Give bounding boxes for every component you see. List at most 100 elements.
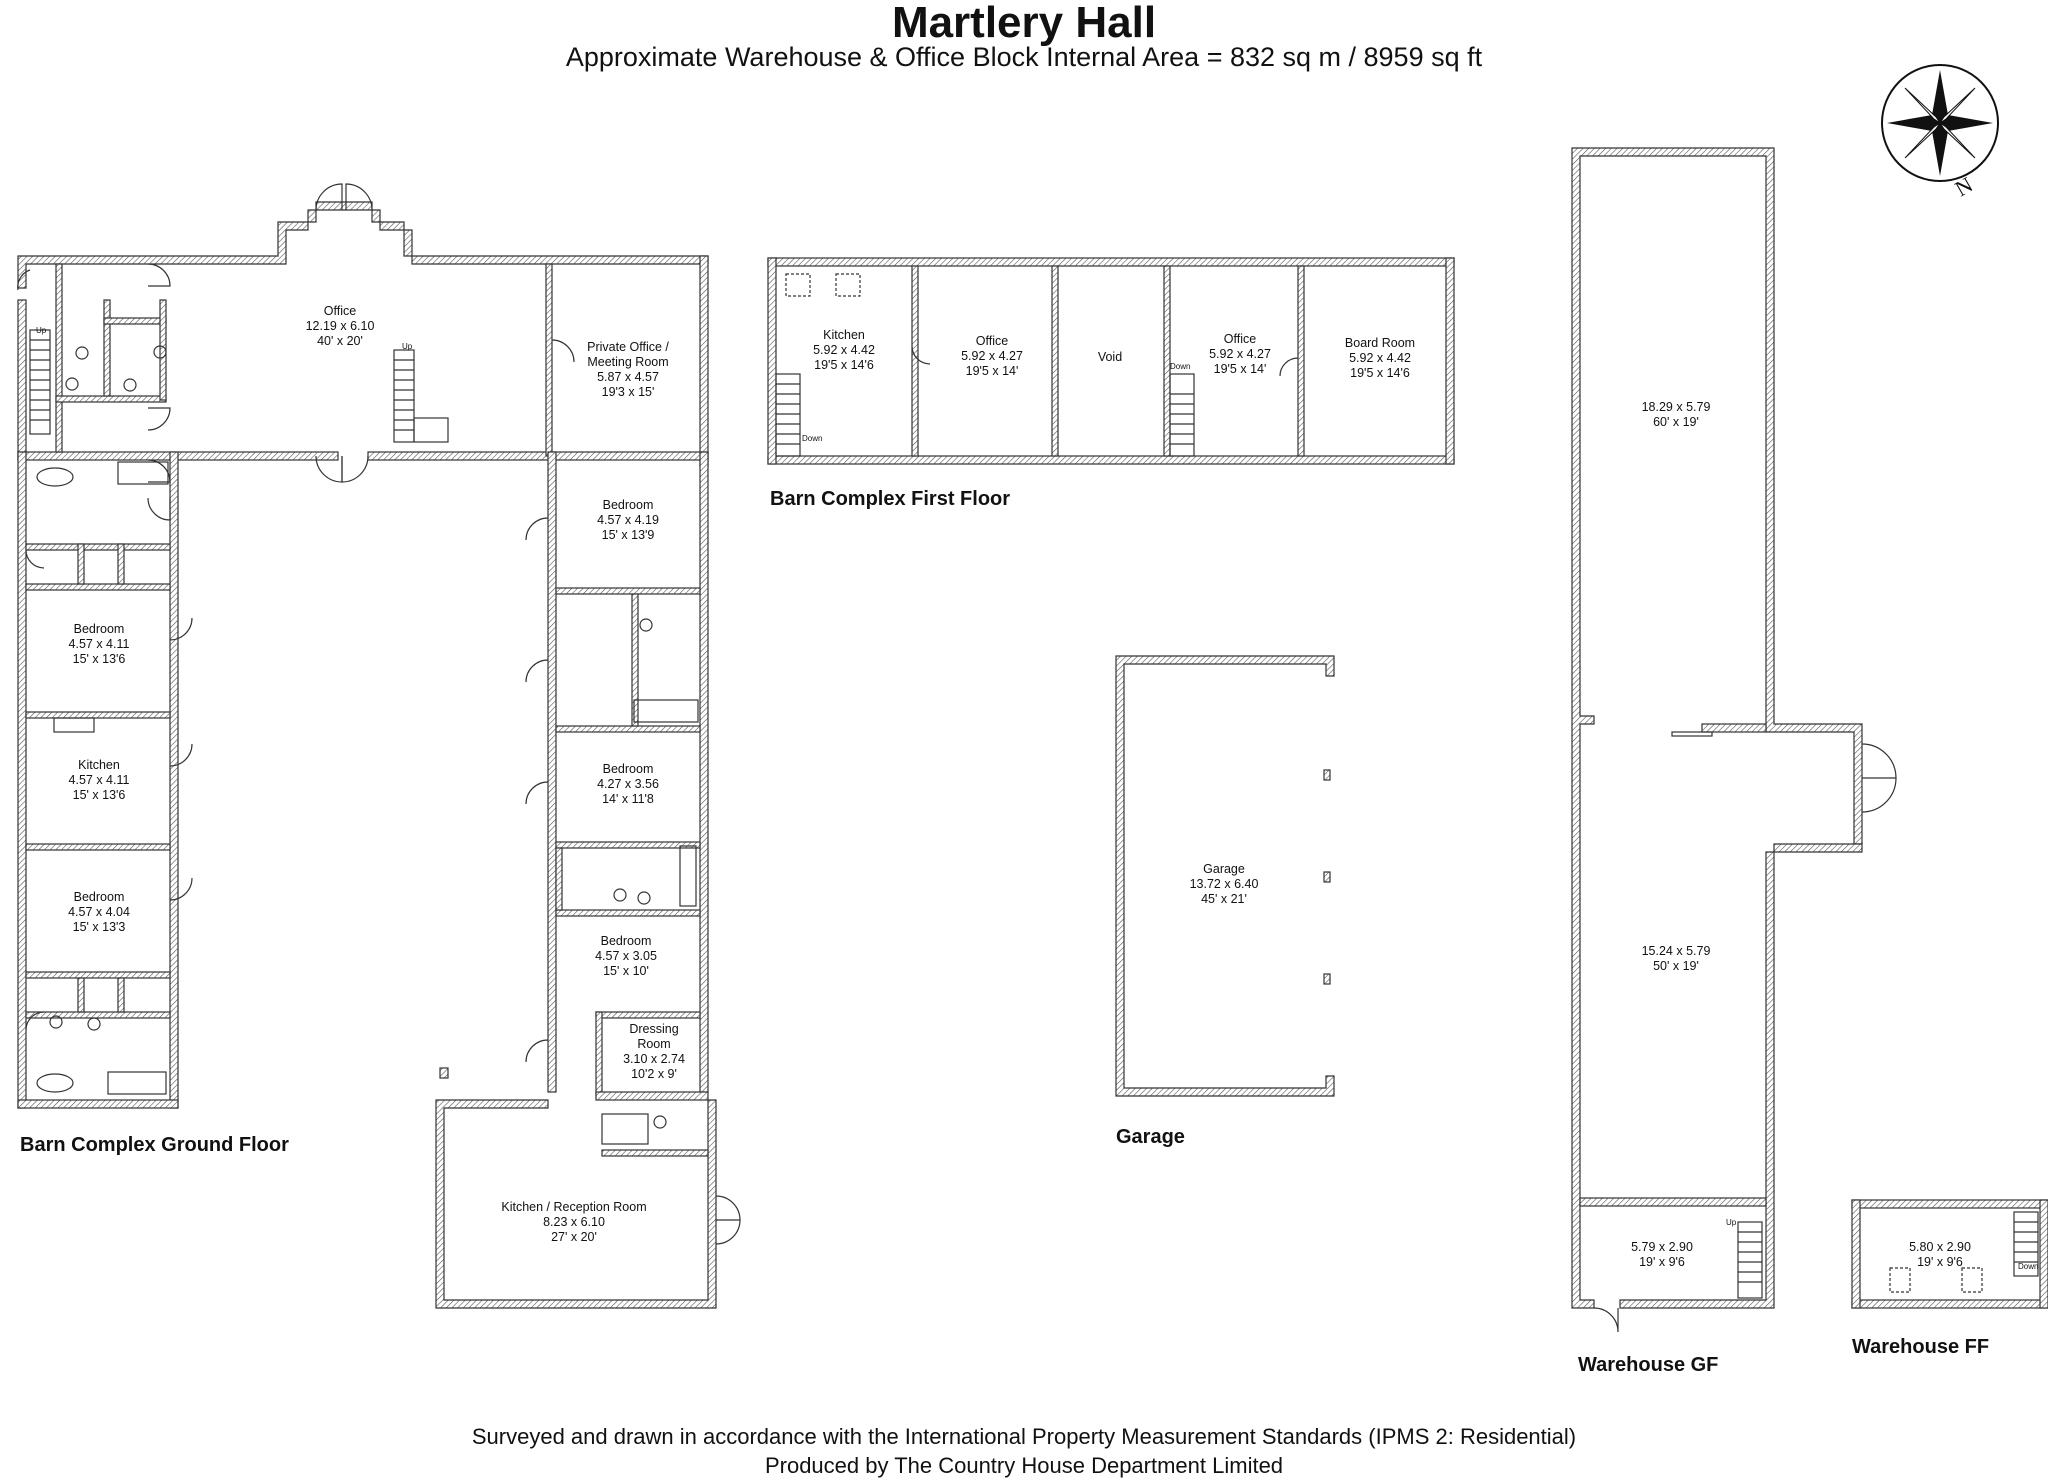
room-private-office: Private Office / Meeting Room 5.87 x 4.5… bbox=[587, 340, 669, 400]
barn-first-floor-plan bbox=[767, 257, 1455, 465]
room-name: Bedroom bbox=[602, 762, 654, 776]
garage-plan bbox=[1115, 655, 1335, 1097]
room-name: Garage bbox=[1203, 862, 1245, 876]
room-metric: 15.24 x 5.79 bbox=[1641, 944, 1711, 958]
room-ff-void: Void bbox=[1098, 350, 1122, 365]
room-imperial: 60' x 19' bbox=[1653, 415, 1699, 429]
room-name: Bedroom bbox=[73, 890, 125, 904]
room-imperial: 10'2 x 9' bbox=[631, 1067, 677, 1081]
stair-label-up-warehouse: Up bbox=[1726, 1218, 1737, 1227]
room-warehouse-top: 18.29 x 5.79 60' x 19' bbox=[1642, 400, 1711, 430]
room-imperial: 40' x 20' bbox=[317, 334, 363, 348]
page-title: Martlery Hall bbox=[891, 0, 1157, 47]
room-imperial: 45' x 21' bbox=[1201, 892, 1247, 906]
stair-office bbox=[393, 349, 449, 443]
warehouse-ff-plan bbox=[1851, 1199, 2048, 1309]
room-imperial: 19'5 x 14'6 bbox=[1350, 366, 1410, 380]
section-label-warehouse-gf: Warehouse GF bbox=[1578, 1354, 1719, 1376]
room-imperial: 19'5 x 14' bbox=[965, 364, 1019, 378]
room-metric: 4.57 x 4.11 bbox=[68, 773, 130, 787]
room-metric: 4.57 x 3.05 bbox=[595, 949, 657, 963]
room-metric: 5.92 x 4.42 bbox=[813, 343, 875, 357]
room-name-line2: Meeting Room bbox=[587, 355, 669, 369]
room-warehouse-ff: 5.80 x 2.90 19' x 9'6 bbox=[1909, 1240, 1971, 1270]
section-label-warehouse-ff: Warehouse FF bbox=[1852, 1336, 1990, 1358]
room-bedroom-right-3: Bedroom 4.57 x 3.05 15' x 10' bbox=[595, 934, 657, 979]
room-imperial: 19'5 x 14' bbox=[1213, 362, 1267, 376]
section-label-garage: Garage bbox=[1116, 1126, 1185, 1148]
room-ff-office-1: Office 5.92 x 4.27 19'5 x 14' bbox=[961, 334, 1023, 379]
room-metric: 5.92 x 4.27 bbox=[961, 349, 1023, 363]
warehouse-gf-plan bbox=[1571, 147, 1897, 1333]
room-metric: 4.57 x 4.19 bbox=[597, 513, 659, 527]
room-imperial: 50' x 19' bbox=[1653, 959, 1699, 973]
stair-label-down-kitchen: Down bbox=[802, 434, 823, 443]
footer-producer: Produced by The Country House Department… bbox=[764, 1453, 1284, 1478]
room-name: Bedroom bbox=[600, 934, 652, 948]
room-name: Void bbox=[1097, 350, 1123, 364]
sanitary-fixtures bbox=[36, 345, 699, 1145]
stair-ff-kitchen bbox=[775, 373, 801, 457]
room-bedroom-left-2: Bedroom 4.57 x 4.04 15' x 13'3 bbox=[68, 890, 130, 935]
room-dressing-room: Dressing Room 3.10 x 2.74 10'2 x 9' bbox=[623, 1022, 685, 1082]
room-metric: 4.57 x 4.11 bbox=[68, 637, 130, 651]
compass-rose bbox=[1881, 64, 1999, 182]
room-bedroom-right-2: Bedroom 4.27 x 3.56 14' x 11'8 bbox=[597, 762, 659, 807]
room-imperial: 15' x 10' bbox=[603, 964, 649, 978]
room-metric: 5.80 x 2.90 bbox=[1909, 1240, 1971, 1254]
room-imperial: 15' x 13'6 bbox=[72, 788, 126, 802]
room-name: Dressing bbox=[629, 1022, 679, 1036]
room-warehouse-bottom: 5.79 x 2.90 19' x 9'6 bbox=[1631, 1240, 1693, 1270]
room-name: Kitchen bbox=[823, 328, 865, 342]
room-imperial: 19' x 9'6 bbox=[1917, 1255, 1963, 1269]
barn-ground-floor-plan bbox=[17, 183, 741, 1309]
room-metric: 5.79 x 2.90 bbox=[1631, 1240, 1693, 1254]
room-imperial: 15' x 13'6 bbox=[72, 652, 126, 666]
page-subtitle: Approximate Warehouse & Office Block Int… bbox=[565, 42, 1483, 72]
room-name: Private Office / bbox=[587, 340, 669, 354]
door-swings-ground bbox=[17, 183, 741, 1245]
room-metric: 18.29 x 5.79 bbox=[1641, 400, 1711, 414]
room-metric: 4.57 x 4.04 bbox=[68, 905, 130, 919]
room-kitchen-reception: Kitchen / Reception Room 8.23 x 6.10 27'… bbox=[501, 1200, 646, 1245]
room-warehouse-middle: 15.24 x 5.79 50' x 19' bbox=[1642, 944, 1711, 974]
room-ff-board-room: Board Room 5.92 x 4.42 19'5 x 14'6 bbox=[1345, 336, 1415, 381]
room-imperial: 15' x 13'3 bbox=[72, 920, 126, 934]
room-metric: 12.19 x 6.10 bbox=[305, 319, 375, 333]
room-imperial: 14' x 11'8 bbox=[602, 792, 654, 806]
section-label-barn-ground: Barn Complex Ground Floor bbox=[20, 1134, 289, 1156]
room-metric: 5.92 x 4.27 bbox=[1209, 347, 1271, 361]
room-garage: Garage 13.72 x 6.40 45' x 21' bbox=[1190, 862, 1259, 907]
room-imperial: 27' x 20' bbox=[551, 1230, 597, 1244]
room-name: Office bbox=[1223, 332, 1257, 346]
room-ff-office-2: Office 5.92 x 4.27 19'5 x 14' bbox=[1209, 332, 1271, 377]
room-bedroom-left-1: Bedroom 4.57 x 4.11 15' x 13'6 bbox=[69, 622, 130, 667]
stair-warehouse bbox=[1737, 1221, 1763, 1299]
room-office-main: Office 12.19 x 6.10 40' x 20' bbox=[306, 304, 375, 349]
room-imperial: 19'3 x 15' bbox=[601, 385, 655, 399]
footer-standards: Surveyed and drawn in accordance with th… bbox=[471, 1424, 1577, 1449]
room-bedroom-right-1: Bedroom 4.57 x 4.19 15' x 13'9 bbox=[597, 498, 659, 543]
room-metric: 3.10 x 2.74 bbox=[623, 1052, 685, 1066]
room-metric: 4.27 x 3.56 bbox=[597, 777, 659, 791]
room-imperial: 19'5 x 14'6 bbox=[814, 358, 874, 372]
stair-warehouse-ff bbox=[2013, 1211, 2039, 1277]
room-metric: 5.92 x 4.42 bbox=[1349, 351, 1411, 365]
room-name-line2: Room bbox=[637, 1037, 671, 1051]
stair-label-up-left: Up bbox=[36, 326, 47, 335]
room-kitchen-left: Kitchen 4.57 x 4.11 15' x 13'6 bbox=[69, 758, 130, 803]
room-name: Office bbox=[975, 334, 1009, 348]
room-imperial: 15' x 13'9 bbox=[601, 528, 655, 542]
stair-label-down-warehouse-ff: Down bbox=[2018, 1262, 2039, 1271]
room-ff-kitchen: Kitchen 5.92 x 4.42 19'5 x 14'6 bbox=[813, 328, 875, 373]
room-imperial: 19' x 9'6 bbox=[1639, 1255, 1685, 1269]
stair-label-up-office: Up bbox=[402, 342, 413, 351]
section-label-barn-first: Barn Complex First Floor bbox=[770, 488, 1011, 510]
room-name: Bedroom bbox=[602, 498, 654, 512]
room-metric: 13.72 x 6.40 bbox=[1189, 877, 1259, 891]
room-metric: 5.87 x 4.57 bbox=[597, 370, 659, 384]
room-name: Board Room bbox=[1344, 336, 1416, 350]
room-name: Kitchen / Reception Room bbox=[501, 1200, 647, 1214]
room-name: Office bbox=[323, 304, 357, 318]
